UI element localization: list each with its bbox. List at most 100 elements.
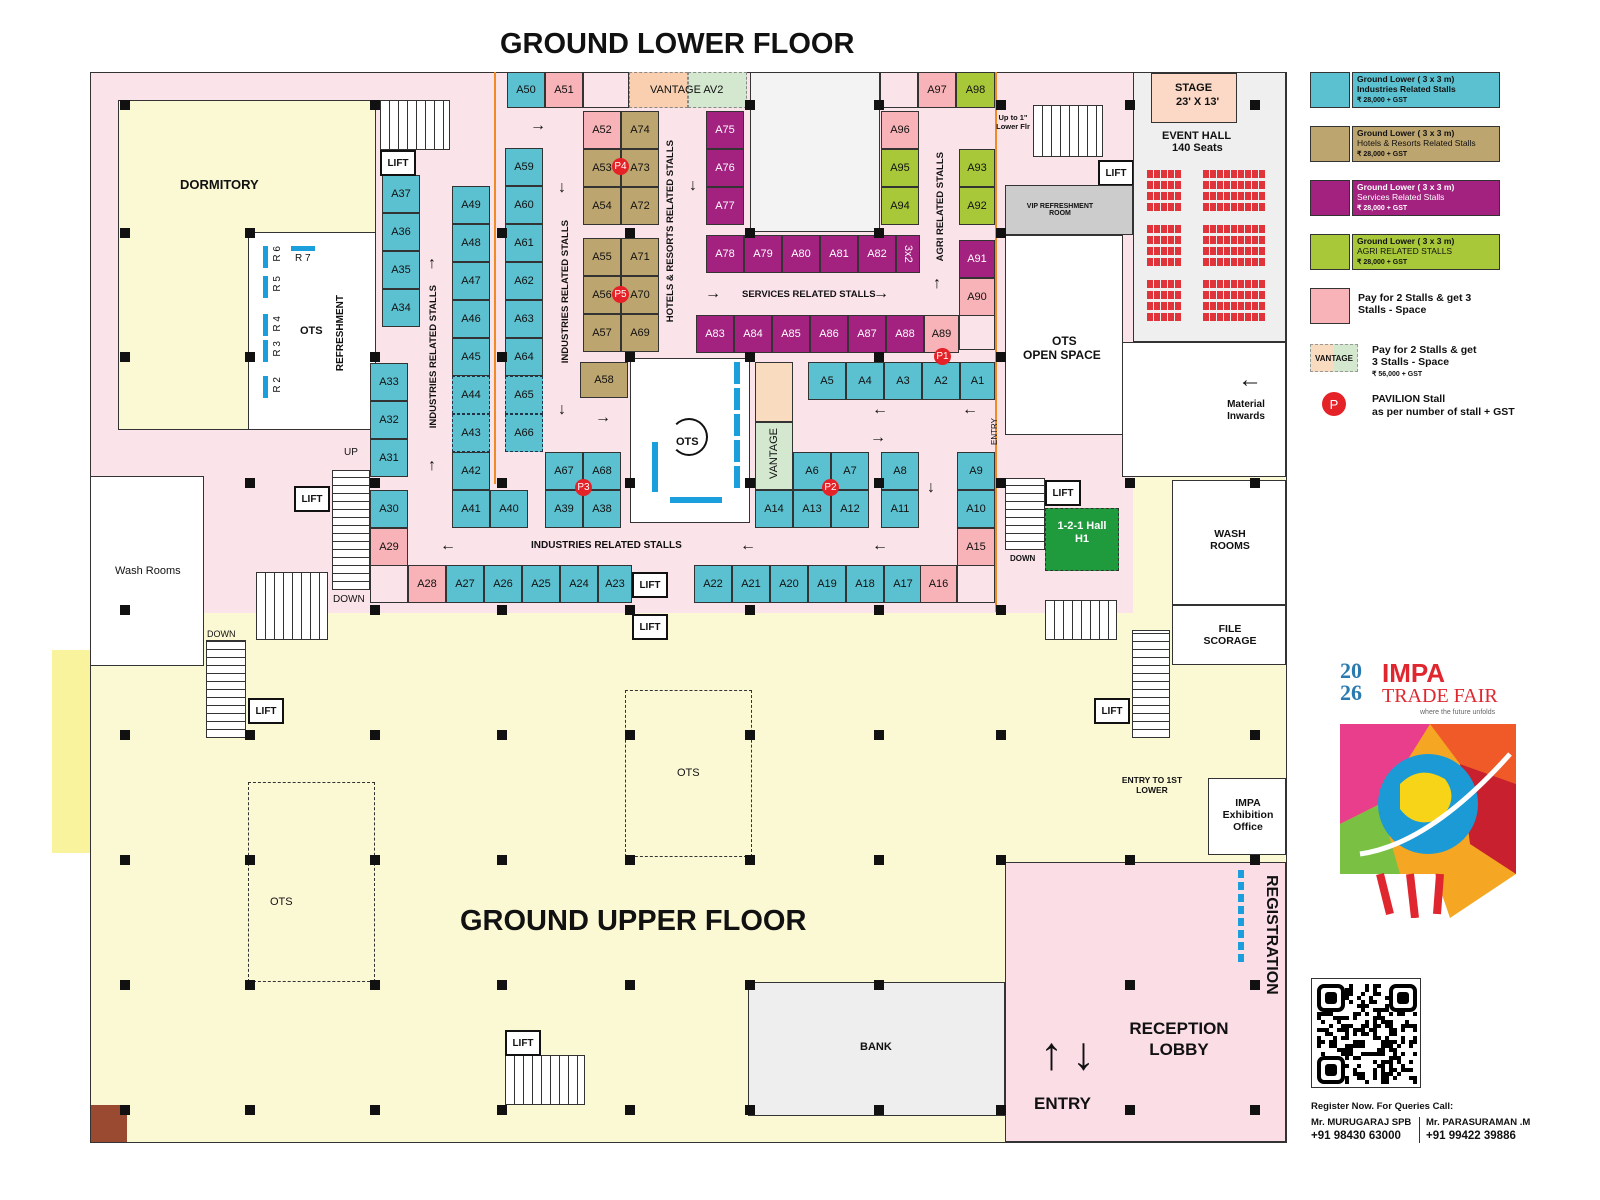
stall-a4[interactable]: A4 <box>846 362 884 400</box>
stall-a80[interactable]: A80 <box>782 235 820 273</box>
stall-a16[interactable]: A16 <box>920 565 957 603</box>
stall-a13[interactable]: A13 <box>793 490 831 528</box>
stall-a34[interactable]: A34 <box>382 289 420 327</box>
stall-a14[interactable]: A14 <box>755 490 793 528</box>
stall-a17[interactable]: A17 <box>884 565 922 603</box>
stall-a41[interactable]: A41 <box>452 490 490 528</box>
stall-a54[interactable]: A54 <box>583 187 621 225</box>
stall-a35[interactable]: A35 <box>382 251 420 289</box>
stall-a88[interactable]: A88 <box>886 315 924 353</box>
stall-a74[interactable]: A74 <box>621 111 659 149</box>
stall-a20[interactable]: A20 <box>770 565 808 603</box>
stall-a27[interactable]: A27 <box>446 565 484 603</box>
stall-a2[interactable]: A2 <box>922 362 960 400</box>
stall-a52[interactable]: A52 <box>583 111 621 149</box>
stall-a47[interactable]: A47 <box>452 262 490 300</box>
stall-a72[interactable]: A72 <box>621 187 659 225</box>
stall-a93[interactable]: A93 <box>959 149 995 187</box>
stall-a26[interactable]: A26 <box>484 565 522 603</box>
stall-a55[interactable]: A55 <box>583 238 621 276</box>
pavilion-p3[interactable]: P3 <box>575 479 592 496</box>
stall-a61[interactable]: A61 <box>505 224 543 262</box>
stall-a15[interactable]: A15 <box>957 528 995 566</box>
stall-a50[interactable]: A50 <box>507 72 545 108</box>
stall-a5[interactable]: A5 <box>808 362 846 400</box>
stall-a58[interactable]: A58 <box>580 362 628 398</box>
stall-a32[interactable]: A32 <box>370 401 408 439</box>
stall-a44[interactable]: A44 <box>452 376 490 414</box>
stall-a49[interactable]: A49 <box>452 186 490 224</box>
stall-a92[interactable]: A92 <box>959 187 995 225</box>
stall-a86[interactable]: A86 <box>810 315 848 353</box>
vantage-side[interactable]: VANTAGE <box>768 428 780 479</box>
stall-a84[interactable]: A84 <box>734 315 772 353</box>
stall-a90[interactable]: A90 <box>959 278 995 316</box>
stall-a98[interactable]: A98 <box>956 72 995 108</box>
qr-code[interactable] <box>1311 978 1421 1088</box>
stall-a71[interactable]: A71 <box>621 238 659 276</box>
stall-a21[interactable]: A21 <box>732 565 770 603</box>
stall-a78[interactable]: A78 <box>706 235 744 273</box>
stall-a11[interactable]: A11 <box>881 490 919 528</box>
stall-a12[interactable]: A12 <box>831 490 869 528</box>
stall-a43[interactable]: A43 <box>452 414 490 452</box>
stall-a29[interactable]: A29 <box>370 528 408 566</box>
stall-a30[interactable]: A30 <box>370 490 408 528</box>
stall-a77[interactable]: A77 <box>706 187 744 225</box>
stall-a91[interactable]: A91 <box>959 240 995 278</box>
stall-a59[interactable]: A59 <box>505 148 543 186</box>
stall-3x2[interactable]: 3x2 <box>896 235 920 273</box>
stall-a25[interactable]: A25 <box>522 565 560 603</box>
stall-a38[interactable]: A38 <box>583 490 621 528</box>
hall-h1[interactable] <box>1045 508 1119 571</box>
stall-a22[interactable]: A22 <box>694 565 732 603</box>
stall-a95[interactable]: A95 <box>881 149 919 187</box>
stall-a66[interactable]: A66 <box>505 414 543 452</box>
stall-a63[interactable]: A63 <box>505 300 543 338</box>
stall-a85[interactable]: A85 <box>772 315 810 353</box>
stall-a3[interactable]: A3 <box>884 362 922 400</box>
stall-a82[interactable]: A82 <box>858 235 896 273</box>
stall-a48[interactable]: A48 <box>452 224 490 262</box>
stall-a28[interactable]: A28 <box>408 565 446 603</box>
pavilion-p2[interactable]: P2 <box>822 479 839 496</box>
stall-a37[interactable]: A37 <box>382 175 420 213</box>
stall-a18[interactable]: A18 <box>846 565 884 603</box>
stall-a45[interactable]: A45 <box>452 338 490 376</box>
stall-a42[interactable]: A42 <box>452 452 490 490</box>
contact-phone-2[interactable]: +91 99422 39886 <box>1426 1130 1516 1142</box>
stall-a57[interactable]: A57 <box>583 314 621 352</box>
stall-a19[interactable]: A19 <box>808 565 846 603</box>
stall-a9[interactable]: A9 <box>957 452 995 490</box>
stall-a69[interactable]: A69 <box>621 314 659 352</box>
contact-phone-1[interactable]: +91 98430 63000 <box>1311 1130 1401 1142</box>
stall-a87[interactable]: A87 <box>848 315 886 353</box>
stall-a1[interactable]: A1 <box>960 362 995 400</box>
stall-a76[interactable]: A76 <box>706 149 744 187</box>
stall-a10[interactable]: A10 <box>957 490 995 528</box>
stall-a94[interactable]: A94 <box>881 187 919 225</box>
stall-a81[interactable]: A81 <box>820 235 858 273</box>
pavilion-p5[interactable]: P5 <box>612 286 629 303</box>
stall-a70[interactable]: A70 <box>621 276 659 314</box>
stall-a46[interactable]: A46 <box>452 300 490 338</box>
stall-a40[interactable]: A40 <box>490 490 528 528</box>
stall-a97[interactable]: A97 <box>918 72 956 108</box>
stall-a75[interactable]: A75 <box>706 111 744 149</box>
stall-a65[interactable]: A65 <box>505 376 543 414</box>
pavilion-p1[interactable]: P1 <box>934 348 951 365</box>
pavilion-p4[interactable]: P4 <box>612 158 629 175</box>
stall-a24[interactable]: A24 <box>560 565 598 603</box>
stall-a60[interactable]: A60 <box>505 186 543 224</box>
stall-a23[interactable]: A23 <box>598 565 632 603</box>
stall-a36[interactable]: A36 <box>382 213 420 251</box>
stall-a31[interactable]: A31 <box>370 439 408 477</box>
stall-a8[interactable]: A8 <box>881 452 919 490</box>
stall-a64[interactable]: A64 <box>505 338 543 376</box>
stall-a51[interactable]: A51 <box>545 72 583 108</box>
vantage-av2[interactable]: VANTAGE AV2 <box>650 84 724 96</box>
stall-a39[interactable]: A39 <box>545 490 583 528</box>
stall-a96[interactable]: A96 <box>881 111 919 149</box>
stall-a62[interactable]: A62 <box>505 262 543 300</box>
stall-a33[interactable]: A33 <box>370 363 408 401</box>
